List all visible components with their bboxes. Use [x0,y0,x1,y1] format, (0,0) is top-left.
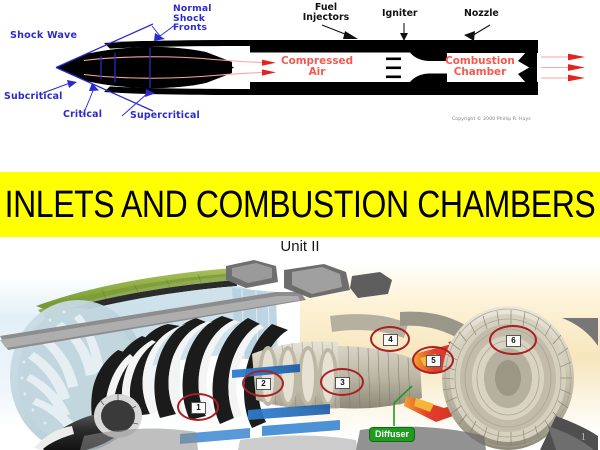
label-injectors: Injectors [302,12,350,24]
engine-cutaway-image: 1 2 3 4 5 6 Diffuser [0,258,600,450]
callout-3[interactable]: 3 [320,368,364,396]
callout-1[interactable]: 1 [177,393,219,421]
diffuser-label: Diffuser [369,427,416,442]
callout-4[interactable]: 4 [370,326,410,352]
copyright-notice: Copyright © 2000 Phillip R. Hays [452,117,531,122]
label-supercritical: Supercritical [130,110,200,121]
turbofan-cutaway-graphic [0,258,600,450]
callout-number-6: 6 [506,335,521,347]
page-title: INLETS AND COMBUSTION CHAMBERS [4,182,596,226]
callout-6[interactable]: 6 [489,325,537,355]
label-nozzle: Nozzle [464,8,499,19]
page-number: 1 [580,431,587,443]
label-combustion-chamber: Combustion Chamber [424,55,536,79]
label-fronts: Fronts [173,22,208,34]
callout-ring-1 [177,393,219,421]
callout-2[interactable]: 2 [242,370,284,397]
callout-number-4: 4 [383,334,398,346]
callout-number-1: 1 [191,402,206,414]
callout-ring-6 [489,325,537,355]
label-compressed: Compressed [280,55,354,67]
slide-subtitle: Unit II [280,238,320,255]
label-chamber: Chamber [453,66,507,79]
label-igniter: Igniter [382,8,418,19]
callout-ring-3 [320,368,364,396]
callout-number-2: 2 [256,378,271,390]
title-banner: INLETS AND COMBUSTION CHAMBERS [0,172,600,237]
label-subcritical: Subcritical [4,91,63,102]
label-shock: Shock [173,12,206,24]
label-critical: Critical [63,109,103,120]
ramjet-schematic-graphic [42,23,585,117]
callout-5[interactable]: 5 [412,346,454,374]
label-compressed-air: Compressed Air [262,55,372,79]
callout-ring-4 [370,326,410,352]
callout-number-5: 5 [426,355,441,367]
label-normal: Normal [173,3,212,14]
label-fuel-injectors: Fuel Injectors [290,3,362,23]
label-combustion: Combustion [445,55,515,67]
inlet-ramjet-diagram: Shock Wave Normal Shock Fronts Subcritic… [0,0,600,160]
label-fuel: Fuel [314,2,338,13]
callout-ring-2 [242,370,284,397]
label-shock-wave: Shock Wave [10,30,78,41]
callout-number-3: 3 [335,377,350,389]
callout-ring-5 [412,346,454,374]
label-air: Air [308,66,326,79]
